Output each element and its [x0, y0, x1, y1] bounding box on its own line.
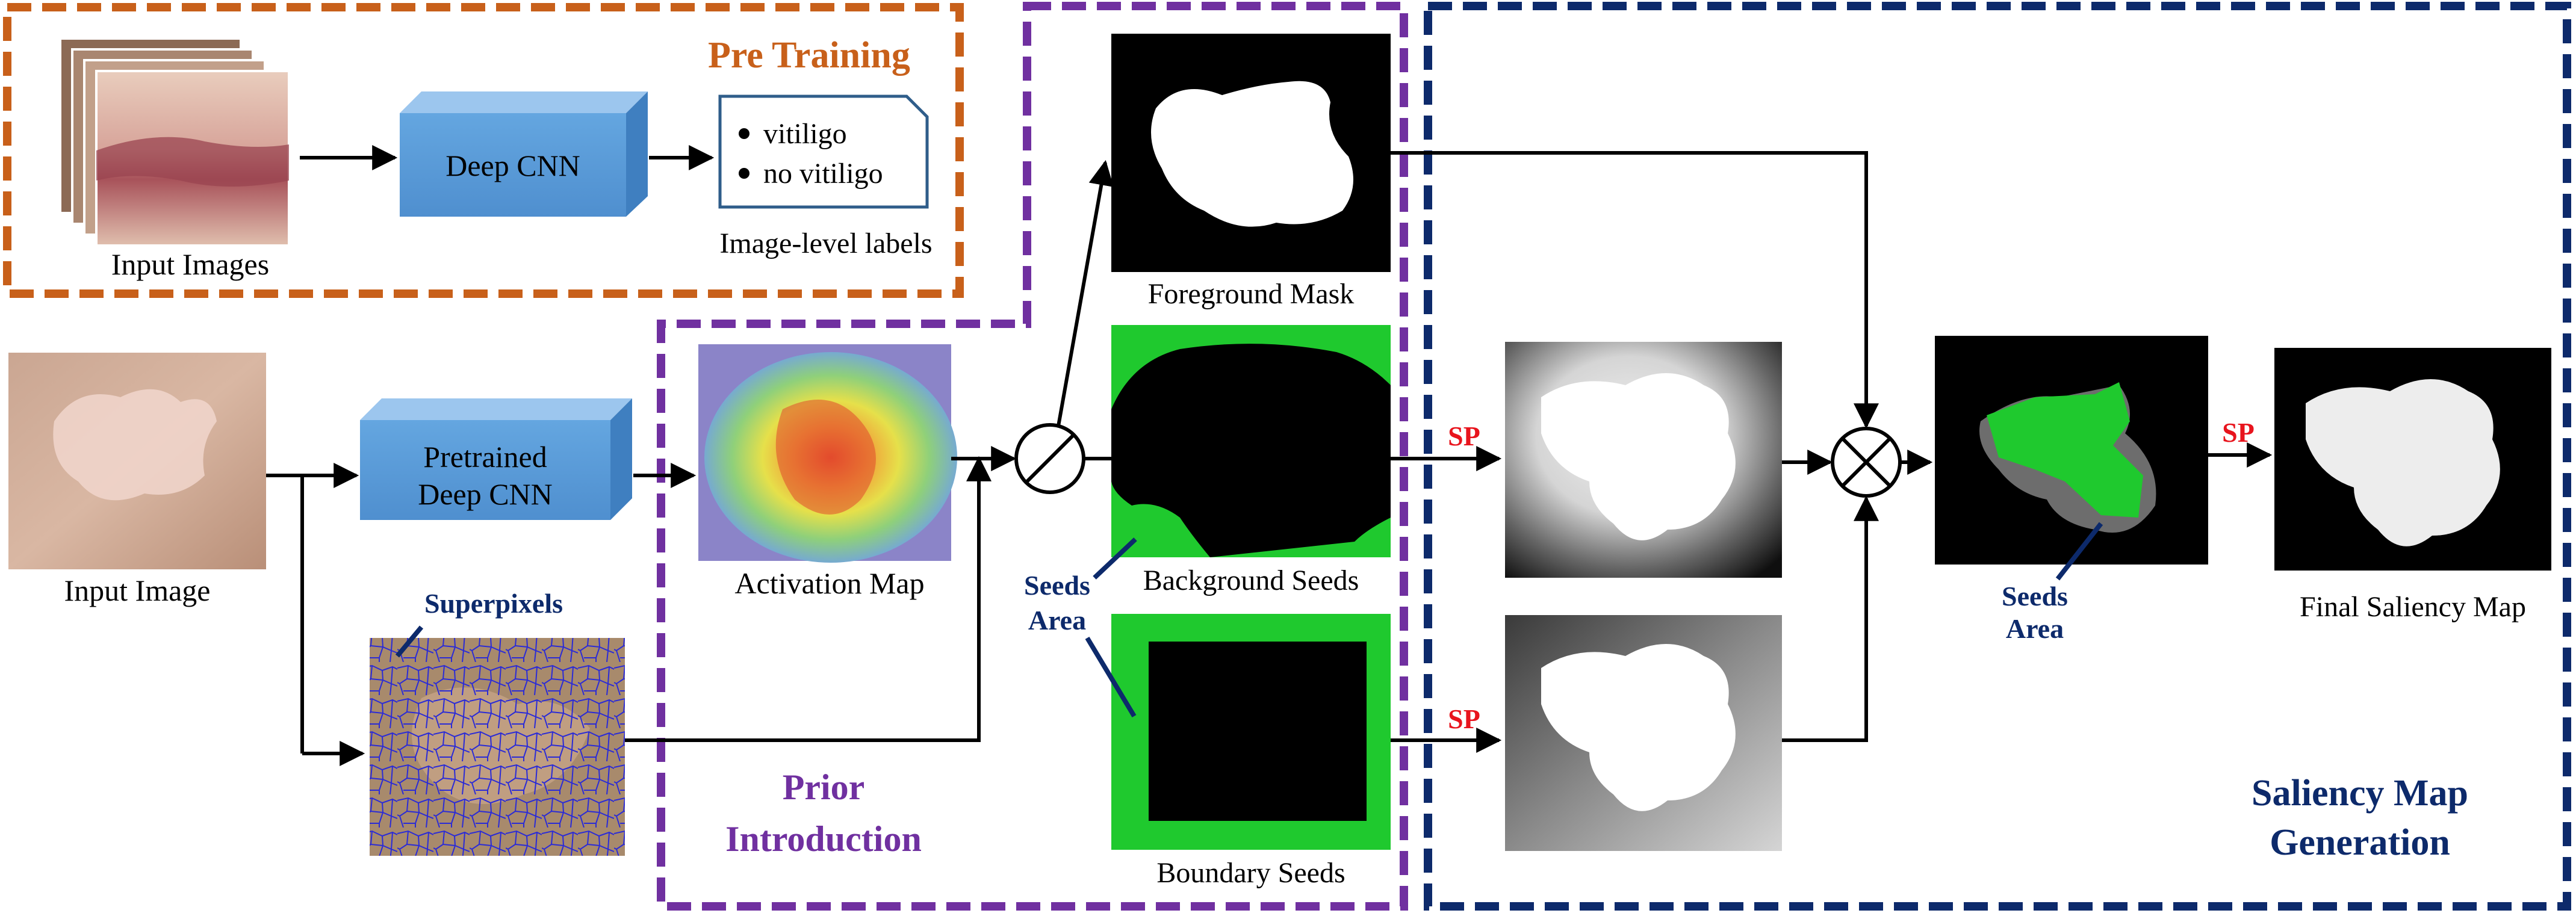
seeds-area-left-pointer-2 [1085, 636, 1137, 718]
seeds-area-left-pointer-1 [1093, 537, 1137, 580]
activation-map [698, 344, 957, 563]
final-saliency-map [2274, 348, 2551, 571]
seeds-area-right-line1: Seeds [2002, 581, 2068, 611]
arrow-saliency2-to-product [1782, 495, 1879, 742]
superpixels-image [370, 638, 625, 856]
saliency-generation-frame [1424, 2, 2571, 911]
image-level-labels-card [718, 94, 929, 209]
pretrained-cnn-line1: Pretrained [423, 440, 547, 474]
prior-title-line2: Introduction [725, 819, 922, 859]
seeds-area-map [1935, 336, 2208, 565]
deep-cnn-label: Deep CNN [445, 149, 580, 182]
pretraining-title: Pre Training [708, 35, 910, 76]
arrow-foreground-to-product [1391, 151, 1879, 429]
arrow-split-to-foreground [1057, 159, 1114, 427]
saliency-title-line2: Generation [2270, 822, 2450, 863]
image-level-labels-caption: Image-level labels [719, 227, 932, 259]
pretraining-frame [3, 3, 964, 298]
input-image [8, 353, 266, 569]
saliency-map-background [1505, 342, 1782, 578]
boundary-seeds-caption: Boundary Seeds [1156, 857, 1345, 889]
superpixels-pointer [395, 625, 424, 658]
prior-introduction-frame [657, 2, 1408, 911]
background-seeds [1111, 325, 1391, 557]
activation-map-caption: Activation Map [734, 566, 924, 600]
seeds-area-left-line1: Seeds [1024, 570, 1090, 601]
input-image-caption: Input Image [64, 574, 211, 607]
input-images-stack [59, 37, 290, 247]
line-superpixels-to-merge [625, 456, 992, 742]
seeds-area-right-line2: Area [2006, 613, 2064, 644]
seeds-area-left-line2: Area [1028, 605, 1086, 636]
foreground-mask-caption: Foreground Mask [1148, 278, 1355, 310]
boundary-seeds [1111, 614, 1391, 850]
foreground-mask [1111, 34, 1391, 272]
background-seeds-caption: Background Seeds [1143, 565, 1359, 596]
seeds-area-right-pointer [2055, 522, 2103, 581]
saliency-map-boundary [1505, 615, 1782, 851]
pretrained-cnn-line2: Deep CNN [418, 477, 553, 511]
label-no-vitiligo: no vitiligo [763, 158, 883, 190]
split-operator [1014, 423, 1085, 494]
superpixels-label: Superpixels [424, 588, 563, 619]
sp-label-3: SP [2222, 417, 2255, 448]
sp-label-2: SP [1448, 704, 1480, 734]
deep-cnn-block [400, 91, 648, 217]
label-vitiligo: vitiligo [763, 118, 847, 150]
sp-label-1: SP [1448, 421, 1480, 451]
prior-title-line1: Prior [783, 767, 865, 807]
pretrained-cnn-block [360, 398, 632, 520]
product-operator [1831, 427, 1902, 498]
saliency-title-line1: Saliency Map [2252, 773, 2468, 814]
input-images-caption: Input Images [111, 247, 269, 281]
final-saliency-caption: Final Saliency Map [2300, 591, 2526, 623]
